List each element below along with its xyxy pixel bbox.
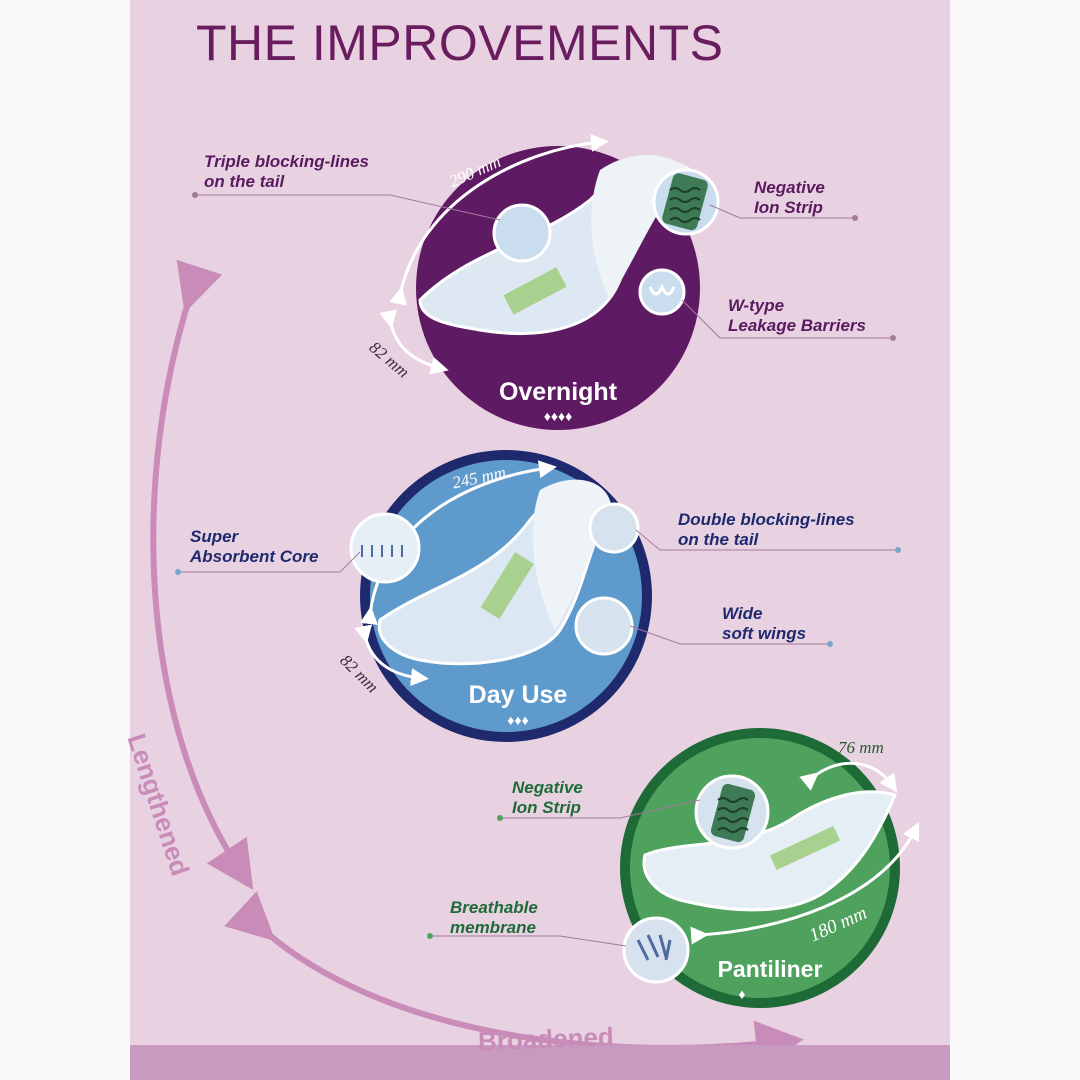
pantiliner-illustration [620,728,920,1008]
overnight-triple-blocking-label: Triple blocking-lines on the tail [204,152,369,191]
day-use-wings-label: Wide soft wings [722,604,807,643]
day-use-absorbent-core-label: Super Absorbent Core [190,527,319,566]
overnight-w-type-label: W-type Leakage Barriers [728,296,866,335]
day-use-drops-water-drop-icon: ♦♦♦ [507,712,529,728]
overnight-drops-water-drop-icon: ♦♦♦♦ [543,408,573,424]
pantiliner-drops-water-drop-icon: ♦ [738,986,746,1002]
pantiliner-membrane-label: Breathable membrane [450,898,538,937]
day-use-double-blocking-label: Double blocking-lines on the tail [678,510,855,549]
left-margin [0,0,130,1080]
w-type-magnifier-icon [638,268,686,316]
pantiliner-width-label: 76 mm [838,738,884,757]
leader-lines [175,192,901,947]
day-use-illustration [349,450,652,742]
right-margin [950,0,1080,1080]
overnight-product-name: Overnight [498,378,618,406]
triple-blocking-magnifier-icon [492,203,552,263]
pantiliner-product-name: Pantiliner [717,956,823,982]
broadened-axis-label: Broadened [477,1021,615,1057]
double-blocking-magnifier-icon [588,502,640,554]
absorbent-core-magnifier-icon [349,512,421,584]
overnight-ion-strip-label: Negative Ion Strip [754,178,825,217]
day-use-product-name: Day Use [468,681,568,709]
wings-magnifier-icon [574,596,634,656]
bottom-band [130,1045,950,1080]
pantiliner-ion-strip-label: Negative Ion Strip [512,778,583,817]
page-title: THE IMPROVEMENTS [196,15,724,71]
lengthened-arrow [150,259,254,890]
